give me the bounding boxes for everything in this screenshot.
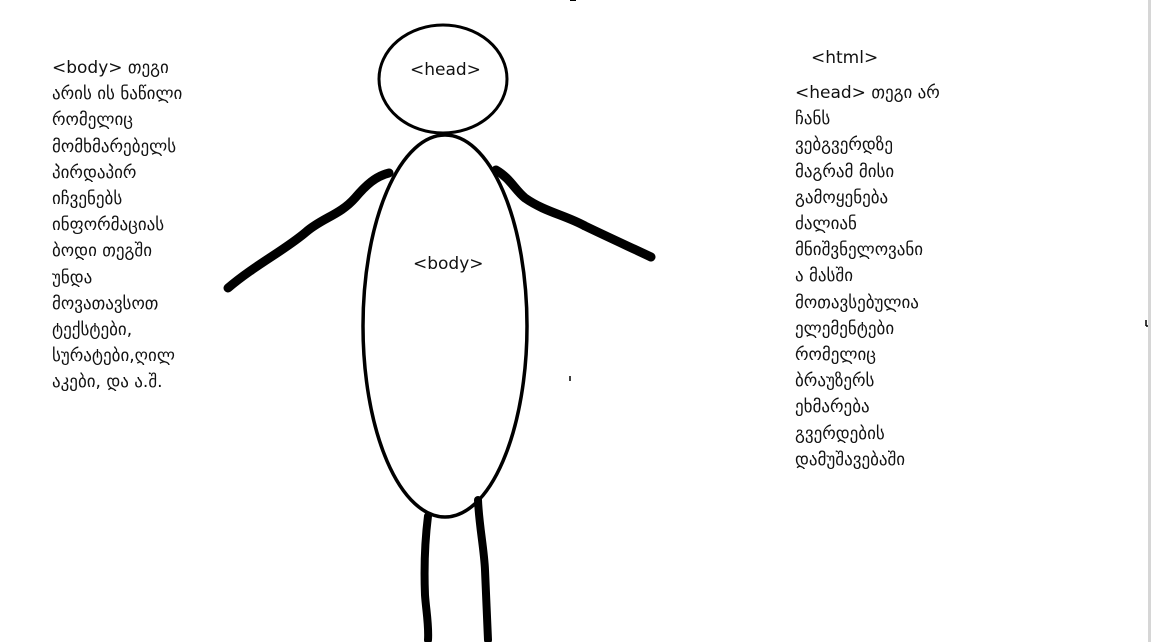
body-description-line: არის ის ნაწილი xyxy=(52,84,183,105)
left-arm xyxy=(223,168,394,293)
body-description-line: მომხმარებელს xyxy=(52,136,177,157)
body-shape xyxy=(361,133,529,519)
body-description-line: უნდა xyxy=(52,267,93,288)
head-description-line: <head> თეგი არ xyxy=(795,83,940,103)
body-description-line: <body> თეგი xyxy=(52,58,169,78)
head-label: <head> xyxy=(410,60,481,80)
html-label: <html> xyxy=(811,48,879,68)
body-description-line: სურატები,ღილ xyxy=(52,346,175,367)
body-description: <body> თეგი არის ის ნაწილი რომელიც მომხმ… xyxy=(52,55,182,396)
head-description-line: ჩანს xyxy=(795,109,831,130)
right-leg xyxy=(474,496,492,642)
head-description-line: ეხმარება xyxy=(795,397,870,418)
body-description-line: რომელიც xyxy=(52,110,134,131)
body-label: <body> xyxy=(413,254,484,274)
body-description-line: პირდაპირ xyxy=(52,162,137,183)
canvas-edge xyxy=(1148,0,1151,642)
body-description-line: ინფორმაციას xyxy=(52,215,165,236)
head-description-line: გამოყენება xyxy=(795,187,889,208)
head-description: <head> თეგი არ ჩანს ვებგვერდზე მაგრამ მი… xyxy=(795,80,940,473)
body-description-line: იჩვენებს xyxy=(52,189,123,210)
body-description-line: ტექსტები, xyxy=(52,320,133,341)
head-description-line: მნიშვნელოვანი xyxy=(795,240,924,261)
head-description-line: ა მასში xyxy=(795,266,854,287)
body-description-line: აკები, და ა.შ. xyxy=(52,372,163,393)
head-description-line: ელემენტები xyxy=(795,318,895,339)
right-arm xyxy=(491,165,656,262)
head-description-line: ვებგვერდზე xyxy=(795,135,893,156)
body-description-line: ბოდი თეგში xyxy=(52,241,152,262)
head-description-line: გვერდების xyxy=(795,423,885,444)
left-leg xyxy=(420,512,433,642)
head-description-line: რომელიც xyxy=(795,345,877,366)
body-description-line: მოვათავსოთ xyxy=(52,293,159,314)
head-shape xyxy=(377,23,509,135)
head-description-line: დამუშავებაში xyxy=(795,449,906,470)
head-description-line: მაგრამ მისი xyxy=(795,161,895,182)
head-description-line: მოთავსებულია xyxy=(795,292,919,313)
head-description-line: ბრაუზერს xyxy=(795,371,875,392)
head-description-line: ძალიან xyxy=(795,214,857,235)
